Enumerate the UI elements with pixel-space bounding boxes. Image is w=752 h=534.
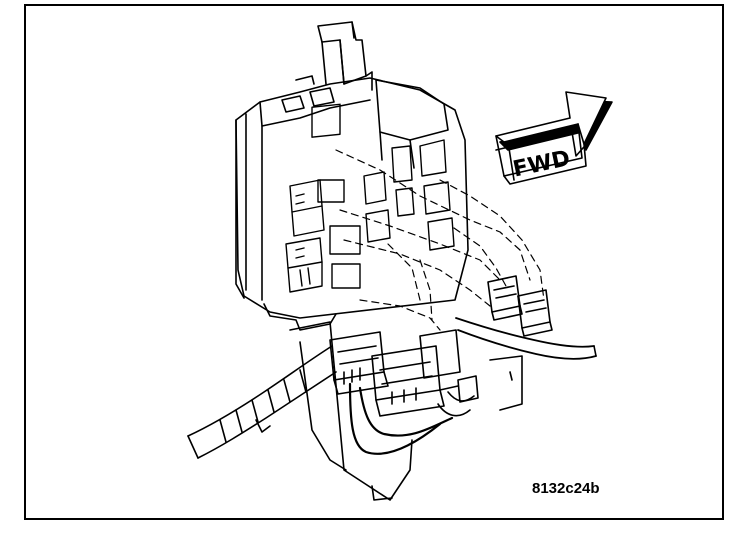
- routing-dashed-lines: [335, 149, 545, 331]
- forward-arrow: [495, 91, 613, 185]
- lower-connectors: [329, 329, 479, 417]
- figure-reference-code: 8132c24b: [532, 480, 600, 497]
- wiring-harness: [187, 317, 597, 459]
- arrow-label: FWD: [511, 146, 573, 182]
- mounting-bracket: [263, 303, 523, 501]
- figure-frame: [24, 4, 724, 520]
- relay-modules: [285, 103, 455, 293]
- fuse-box-body: [235, 21, 469, 319]
- right-side-connectors: [487, 275, 553, 337]
